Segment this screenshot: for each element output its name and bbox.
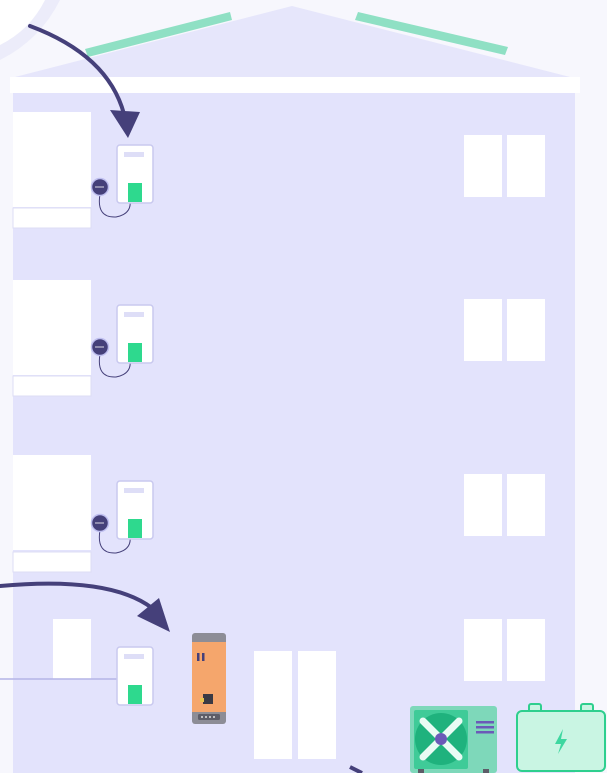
- sensor-icon: [92, 179, 109, 196]
- sensor-icon: [92, 515, 109, 532]
- wall-box-icon: [117, 647, 153, 705]
- sensor-icon: [92, 339, 109, 356]
- battery-icon: [517, 704, 605, 771]
- wall-box-icon: [117, 145, 153, 203]
- background-glow: [0, 0, 60, 60]
- fan-icon: [415, 713, 467, 765]
- wall-box-icon: [117, 305, 153, 363]
- heat-pump-icon: [410, 706, 497, 773]
- wall-box-icon: [117, 481, 153, 539]
- storage-unit-icon: [192, 633, 226, 724]
